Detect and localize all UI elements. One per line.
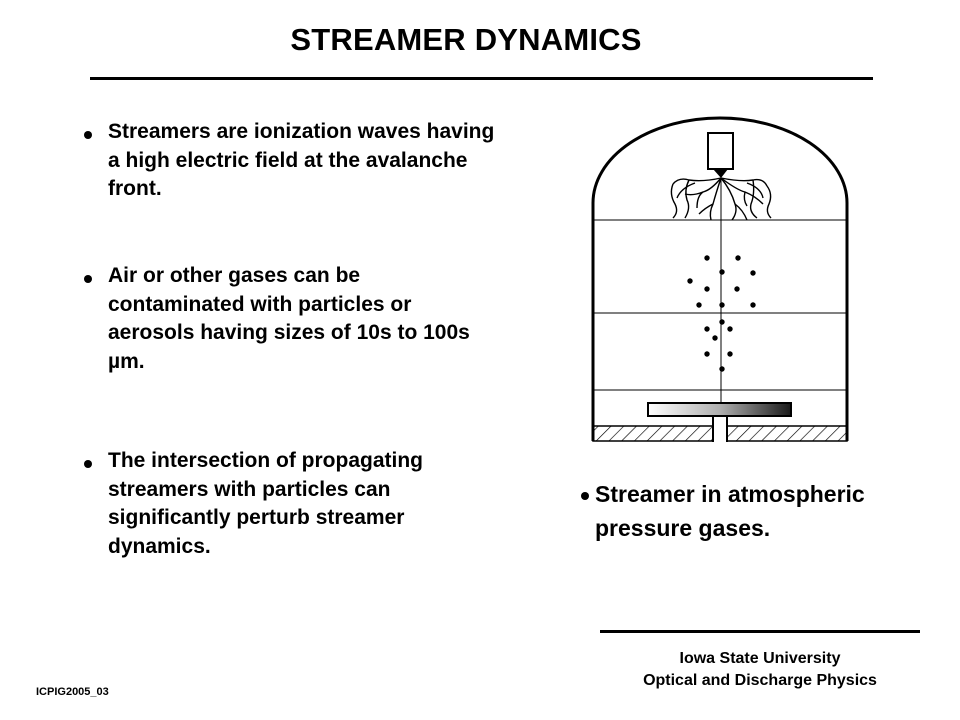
slide-code: ICPIG2005_03: [36, 686, 109, 698]
slide-title: STREAMER DYNAMICS: [290, 22, 642, 57]
particle-cloud: [687, 255, 756, 372]
title-divider: [90, 77, 873, 80]
streamer-branches: [670, 177, 772, 221]
bullet-text-2: Air or other gases can be contaminated w…: [108, 264, 470, 373]
footer-affiliation: Iowa State University Optical and Discha…: [580, 648, 940, 692]
caption-text: Streamer in atmospheric pressure gases.: [595, 481, 865, 541]
bullet-item-2: Air or other gases can be contaminated w…: [80, 262, 500, 376]
bullet-dot-icon: [84, 275, 92, 283]
needle-tip: [713, 169, 728, 178]
bullet-text-1: Streamers are ionization waves having a …: [108, 120, 495, 200]
figure-caption: Streamer in atmospheric pressure gases.: [578, 477, 938, 545]
footer-group: Optical and Discharge Physics: [643, 672, 877, 689]
bullet-list: Streamers are ionization waves having a …: [80, 118, 500, 558]
needle-electrode: [707, 132, 734, 170]
footer-university: Iowa State University: [679, 650, 841, 667]
ground-electrode-plate: [647, 402, 792, 417]
bullet-dot-icon: [581, 492, 589, 500]
bullet-dot-icon: [84, 460, 92, 468]
bullet-item-1: Streamers are ionization waves having a …: [80, 118, 500, 204]
chamber-wall: [591, 116, 849, 441]
footer-divider: [600, 630, 920, 633]
bullet-item-3: The intersection of propagating streamer…: [80, 447, 500, 561]
bullet-dot-icon: [84, 131, 92, 139]
bullet-text-3: The intersection of propagating streamer…: [108, 449, 424, 558]
streamer-apparatus-diagram: [591, 116, 849, 442]
